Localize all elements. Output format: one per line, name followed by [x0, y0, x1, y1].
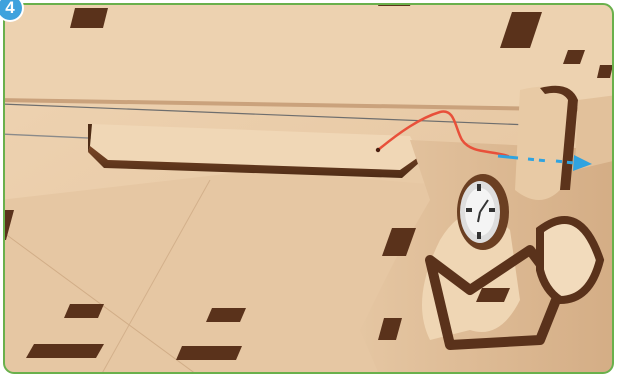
slot: [476, 288, 510, 302]
band-anchor: [376, 148, 380, 152]
slot: [176, 346, 242, 360]
slot: [64, 304, 104, 318]
slot: [70, 8, 108, 28]
housing-loop: [540, 220, 600, 300]
clock-face-icon: [457, 174, 509, 250]
slot: [206, 308, 246, 322]
slot: [26, 344, 104, 358]
